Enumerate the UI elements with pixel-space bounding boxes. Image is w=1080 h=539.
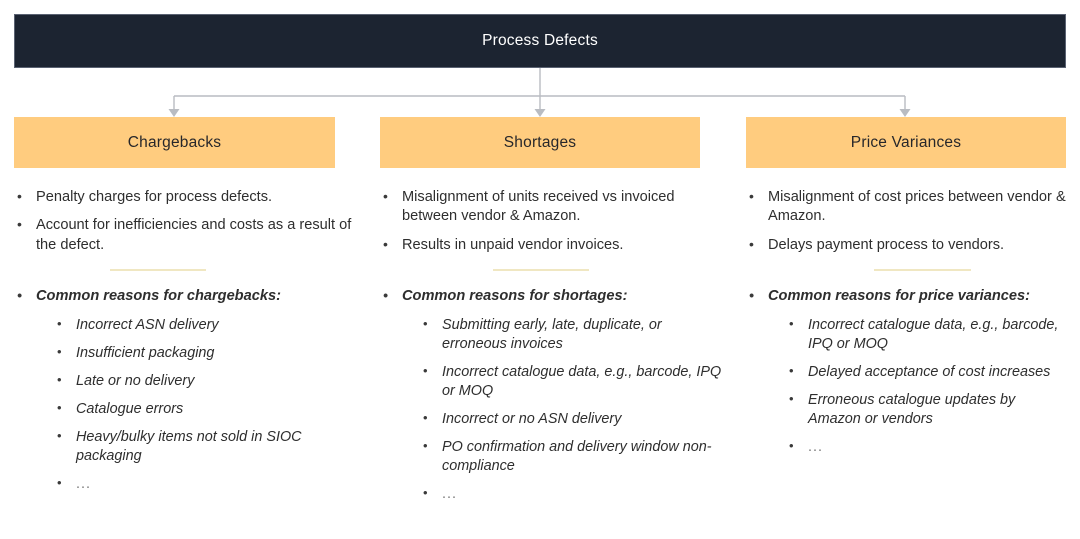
summary-list: Misalignment of units received vs invoic… [380,187,728,255]
reason-item: Heavy/bulky items not sold in SIOC packa… [48,427,364,466]
summary-item: Delays payment process to vendors. [746,235,1068,255]
summary-item: Penalty charges for process defects. [14,187,364,207]
reason-item: Delayed acceptance of cost increases [780,362,1068,382]
column-content-price-variances: Misalignment of cost prices between vend… [746,187,1068,466]
category-box-price-variances: Price Variances [746,117,1066,168]
section-divider [493,269,589,272]
reason-item: Incorrect catalogue data, e.g., barcode,… [414,362,728,401]
reason-item: Incorrect catalogue data, e.g., barcode,… [780,315,1068,354]
reasons-list: Incorrect catalogue data, e.g., barcode,… [746,315,1068,457]
column-content-chargebacks: Penalty charges for process defects. Acc… [14,187,364,503]
category-label: Chargebacks [127,133,222,151]
summary-item: Account for inefficiencies and costs as … [14,215,364,255]
reason-item: Late or no delivery [48,371,364,391]
section-divider [874,269,971,272]
summary-item: Misalignment of cost prices between vend… [746,187,1068,227]
reason-item: Catalogue errors [48,399,364,419]
reasons-block: Common reasons for shortages: [380,286,728,306]
reason-item-more: ... [414,484,728,504]
reasons-heading: Common reasons for chargebacks: [14,286,364,306]
root-node-label: Process Defects [482,32,598,49]
reason-item: Submitting early, late, duplicate, or er… [414,315,728,354]
summary-list: Penalty charges for process defects. Acc… [14,187,364,255]
arrowhead-3 [899,109,911,117]
reason-item: Erroneous catalogue updates by Amazon or… [780,390,1068,429]
summary-item: Results in unpaid vendor invoices. [380,235,728,255]
reason-item-more: ... [48,474,364,494]
reasons-block: Common reasons for chargebacks: [14,286,364,306]
reasons-block: Common reasons for price variances: [746,286,1068,306]
reason-item: Incorrect or no ASN delivery [414,409,728,429]
reasons-list: Submitting early, late, duplicate, or er… [380,315,728,504]
reasons-list: Incorrect ASN delivery Insufficient pack… [14,315,364,494]
category-box-chargebacks: Chargebacks [14,117,335,168]
reason-item: PO confirmation and delivery window non-… [414,437,728,476]
section-divider [110,269,206,272]
reason-item: Insufficient packaging [48,343,364,363]
arrowhead-2 [534,109,546,117]
reason-item-more: ... [780,437,1068,457]
summary-list: Misalignment of cost prices between vend… [746,187,1068,255]
reasons-heading: Common reasons for price variances: [746,286,1068,306]
reasons-heading: Common reasons for shortages: [380,286,728,306]
column-content-shortages: Misalignment of units received vs invoic… [380,187,728,513]
arrowhead-1 [168,109,180,117]
reason-item: Incorrect ASN delivery [48,315,364,335]
summary-item: Misalignment of units received vs invoic… [380,187,728,227]
category-label: Price Variances [850,133,962,151]
category-label: Shortages [503,133,577,151]
category-box-shortages: Shortages [380,117,700,168]
root-node-process-defects: Process Defects [14,14,1066,68]
